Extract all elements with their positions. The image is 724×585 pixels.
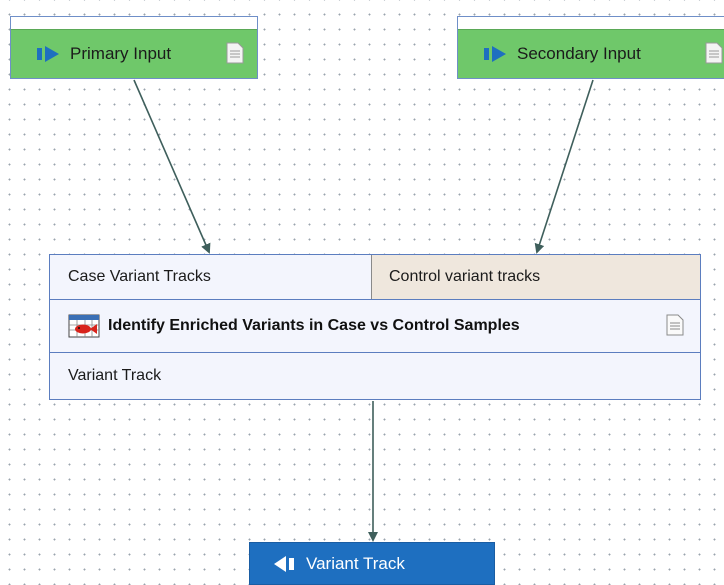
tool-node[interactable]: Case Variant Tracks Control variant trac…	[49, 254, 701, 400]
primary-input-node[interactable]: Primary Input	[10, 16, 258, 79]
case-variant-tracks-port[interactable]: Case Variant Tracks	[50, 255, 372, 299]
primary-input-label: Primary Input	[70, 44, 172, 63]
tool-title: Identify Enriched Variants in Case vs Co…	[108, 317, 520, 334]
input-arrow-icon	[482, 43, 512, 65]
secondary-input-node[interactable]: Secondary Input	[457, 16, 724, 79]
tool-title-row: Identify Enriched Variants in Case vs Co…	[50, 300, 700, 353]
document-icon[interactable]	[705, 42, 723, 69]
variant-track-output-port[interactable]: Variant Track	[68, 367, 162, 384]
document-icon[interactable]	[666, 314, 684, 341]
output-label: Variant Track	[306, 553, 405, 573]
secondary-input-label: Secondary Input	[517, 44, 641, 63]
input-arrow-icon	[35, 43, 65, 65]
variant-tool-icon	[68, 314, 100, 338]
variant-track-output-node[interactable]: Variant Track	[249, 542, 495, 585]
primary-input-bar: Primary Input	[11, 29, 257, 78]
edge-primary-to-case	[133, 79, 211, 254]
secondary-input-bar: Secondary Input	[458, 29, 724, 78]
edge-secondary-to-control	[534, 79, 594, 254]
document-icon[interactable]	[226, 42, 244, 69]
control-variant-tracks-port[interactable]: Control variant tracks	[372, 255, 700, 299]
tool-input-ports: Case Variant Tracks Control variant trac…	[50, 255, 700, 300]
output-arrow-icon	[272, 554, 298, 574]
